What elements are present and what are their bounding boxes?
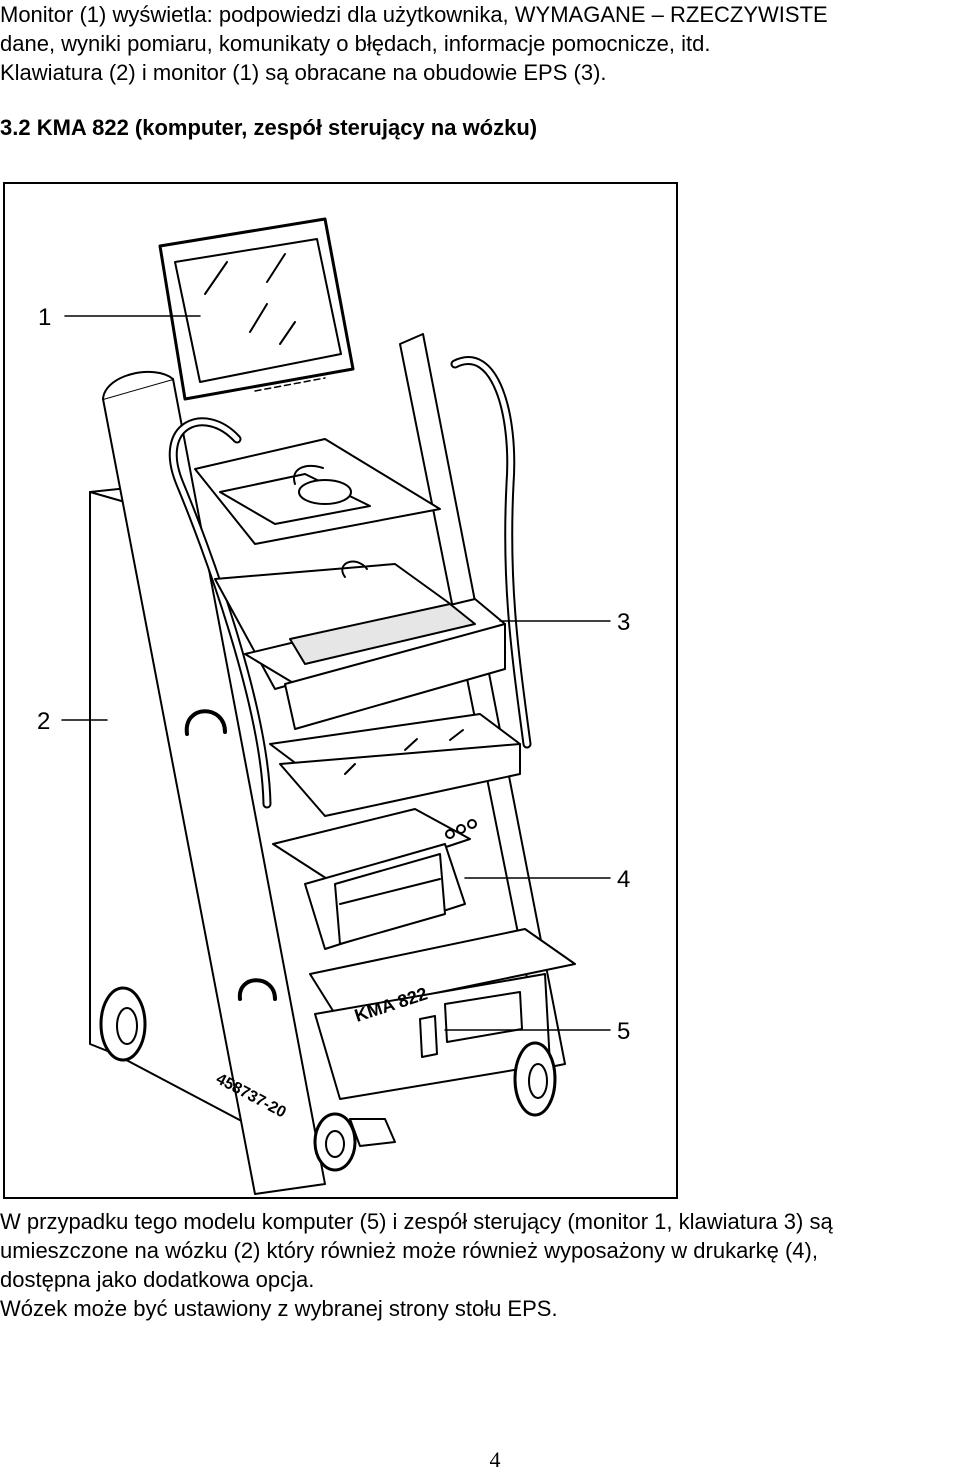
caption-line-1: W przypadku tego modelu komputer (5) i z… xyxy=(0,1209,833,1234)
callout-3: 3 xyxy=(617,609,630,636)
cart-illustration: 1 2 3 4 5 KMA 822 458737-20 xyxy=(37,217,630,1195)
page-number: 4 xyxy=(489,1447,501,1472)
intro-paragraph: Monitor (1) wyświetla: podpowiedzi dla u… xyxy=(0,0,960,87)
callout-2: 2 xyxy=(37,708,50,735)
caption-line-3: dostępna jako dodatkowa opcja. xyxy=(0,1267,315,1292)
cart-illustration-figure: 1 2 3 4 5 KMA 822 458737-20 xyxy=(3,182,678,1199)
intro-line-2: dane, wyniki pomiaru, komunikaty o błęda… xyxy=(0,31,711,56)
caption-line-2: umieszczone na wózku (2) który również m… xyxy=(0,1238,818,1263)
caption-line-4: Wózek może być ustawiony z wybranej stro… xyxy=(0,1296,558,1321)
callout-4: 4 xyxy=(617,866,630,893)
intro-line-1: Monitor (1) wyświetla: podpowiedzi dla u… xyxy=(0,2,828,27)
callout-1: 1 xyxy=(38,304,51,331)
section-title: 3.2 KMA 822 (komputer, zespół sterujący … xyxy=(0,115,538,140)
callout-5: 5 xyxy=(617,1018,630,1045)
caption-paragraph: W przypadku tego modelu komputer (5) i z… xyxy=(0,1207,960,1323)
intro-line-3: Klawiatura (2) i monitor (1) są obracane… xyxy=(0,60,607,85)
